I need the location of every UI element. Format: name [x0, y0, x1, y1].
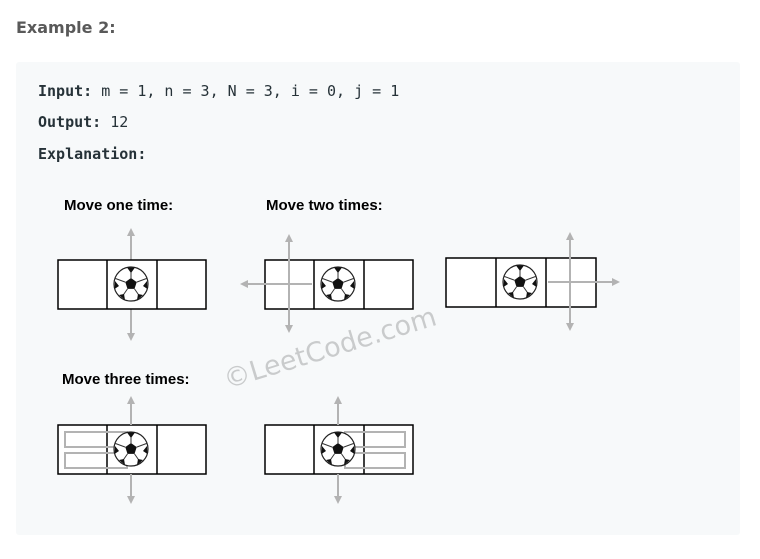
input-label: Input: — [38, 82, 93, 100]
output-value: 12 — [101, 113, 129, 131]
output-line: Output: 12 — [38, 113, 128, 131]
explanation-line: Explanation: — [38, 145, 146, 163]
grid-move-one — [57, 228, 207, 341]
grid-move-two-right — [445, 232, 620, 331]
explanation-label: Explanation: — [38, 145, 147, 163]
grid-move-three-right — [264, 396, 414, 504]
example-heading: Example 2: — [16, 18, 116, 37]
input-value: m = 1, n = 3, N = 3, i = 0, j = 1 — [92, 82, 400, 100]
grid-move-two-left — [240, 234, 414, 333]
output-label: Output: — [38, 113, 102, 131]
grid-move-three-left — [57, 396, 207, 504]
ball-icon — [502, 264, 538, 300]
ball-icon — [113, 266, 149, 302]
input-line: Input: m = 1, n = 3, N = 3, i = 0, j = 1 — [38, 82, 399, 100]
ball-icon — [320, 431, 356, 467]
caption-move-one: Move one time: — [64, 197, 174, 214]
caption-move-two: Move two times: — [266, 197, 383, 214]
ball-icon — [113, 431, 149, 467]
ball-icon — [320, 266, 356, 302]
caption-move-three: Move three times: — [62, 371, 190, 388]
